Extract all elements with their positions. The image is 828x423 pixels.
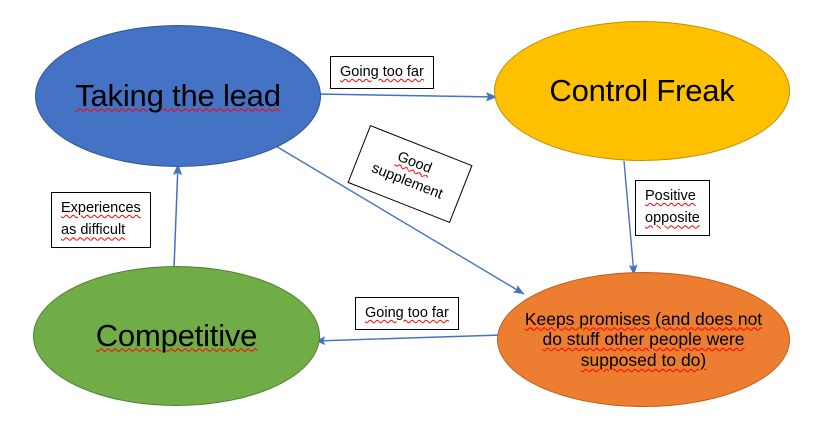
node-competitive[interactable]: Competitive xyxy=(33,266,320,406)
node-label: Keeps promises (and does not do stuff ot… xyxy=(524,308,763,370)
edge-competitive-to-lead xyxy=(172,163,183,269)
edge-lead-to-control-freak xyxy=(315,92,498,102)
edge-keeps-promises-to-competitive xyxy=(314,334,503,346)
edge-label-experiences-as-difficult[interactable]: Experiences as difficult xyxy=(51,192,151,248)
node-keeps-promises[interactable]: Keeps promises (and does not do stuff ot… xyxy=(497,272,790,407)
edge-label-going-too-far-bottom[interactable]: Going too far xyxy=(355,297,459,331)
edge-control-freak-to-keeps-promises xyxy=(623,160,638,276)
edge-label-good-supplement[interactable]: Good supplement xyxy=(347,125,473,224)
edge-label-positive-opposite[interactable]: Positive opposite xyxy=(635,180,710,236)
node-label: Control Freak xyxy=(549,72,735,108)
node-control-freak[interactable]: Control Freak xyxy=(494,21,790,161)
edge-label-going-too-far-top[interactable]: Going too far xyxy=(330,56,434,90)
node-label: Competitive xyxy=(95,317,258,353)
node-taking-the-lead[interactable]: Taking the lead xyxy=(35,25,321,167)
node-label: Taking the lead xyxy=(75,77,281,113)
